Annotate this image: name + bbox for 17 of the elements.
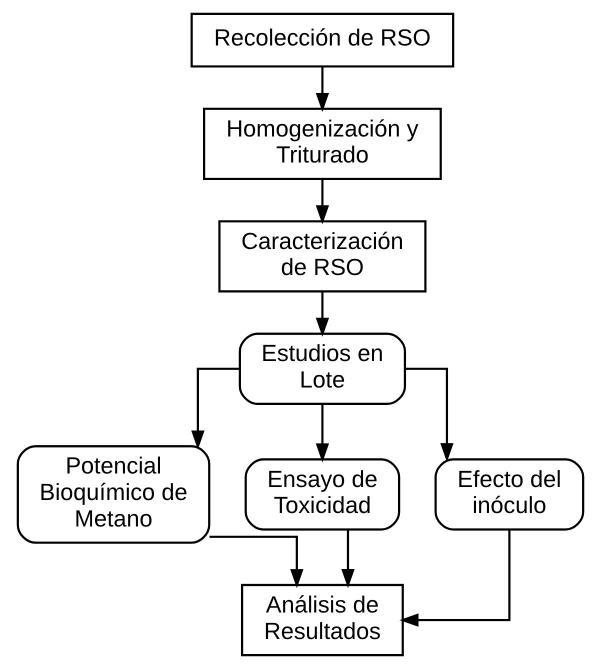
node-box: Análisis de Resultados <box>240 584 404 656</box>
node-box: Potencial Bioquímico de Metano <box>16 445 210 544</box>
arrow <box>315 66 329 112</box>
node-box: Efecto del inóculo <box>434 458 584 531</box>
arrow <box>340 530 354 588</box>
node-box: Ensayo de Toxicidad <box>244 458 400 531</box>
node-box: Recolección de RSO <box>190 12 454 68</box>
arrow <box>315 292 329 337</box>
arrow <box>315 404 329 462</box>
node-box: Caracterización de RSO <box>218 220 426 292</box>
node-box: Homogenización y Triturado <box>202 108 442 180</box>
arrow <box>208 536 303 588</box>
arrow <box>404 368 454 462</box>
arrow <box>398 530 510 627</box>
arrow <box>190 368 239 450</box>
arrow <box>315 179 329 224</box>
node-box: Estudios en Lote <box>238 332 406 405</box>
